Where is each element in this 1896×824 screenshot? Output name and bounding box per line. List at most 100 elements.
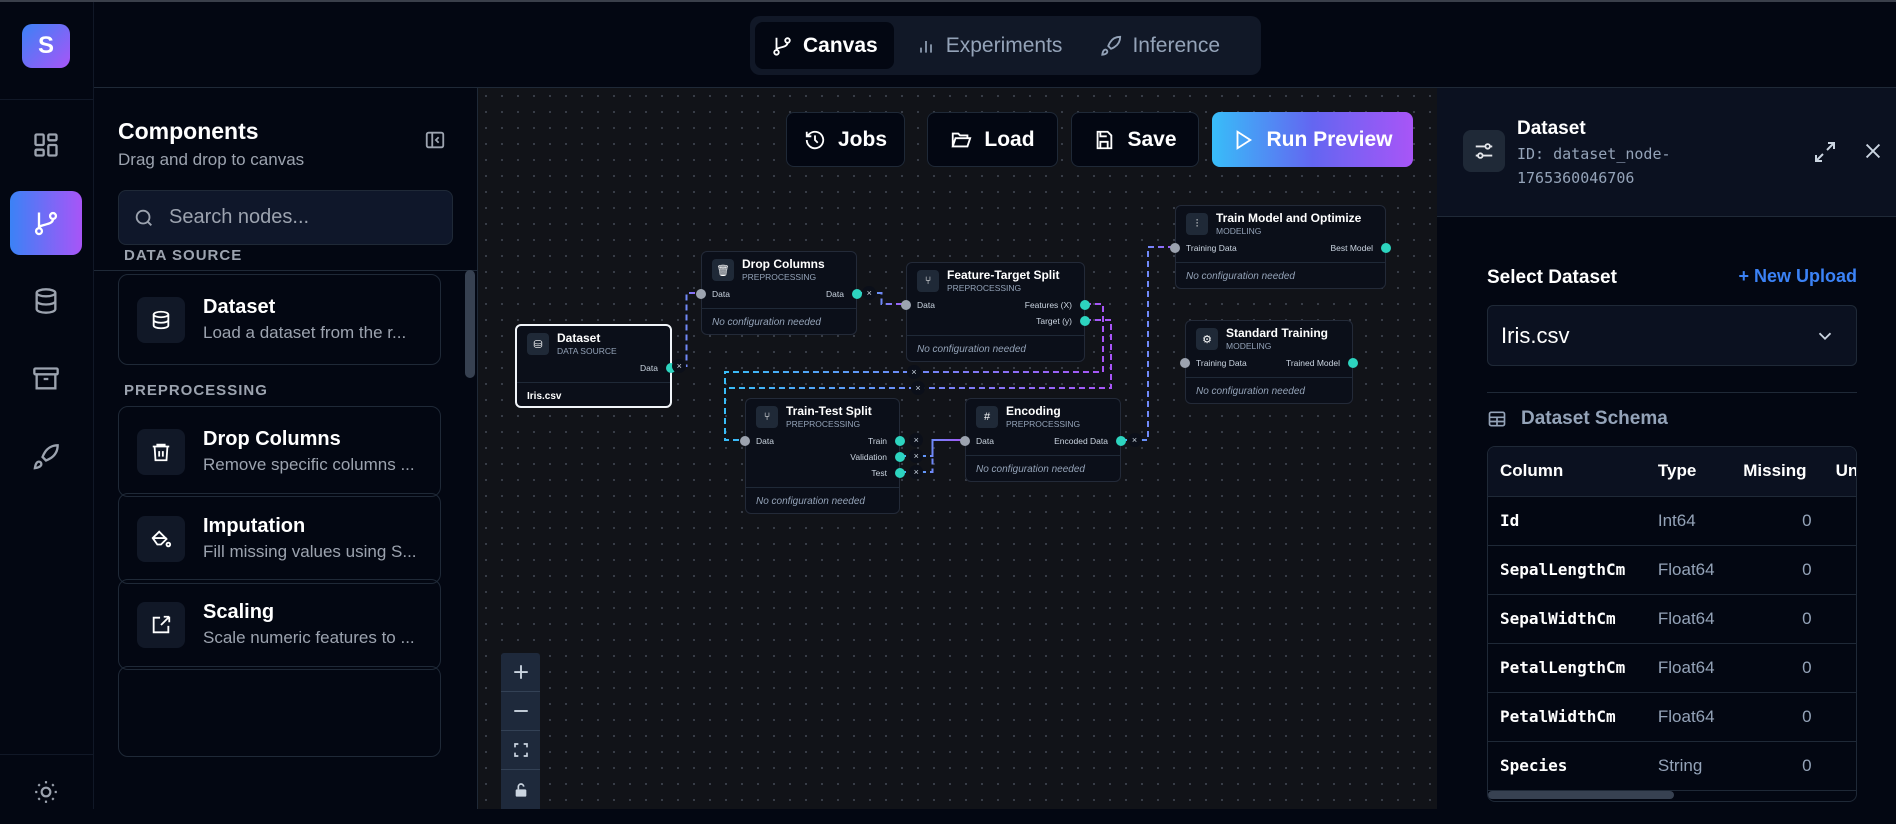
output-port[interactable] (895, 468, 905, 478)
edge[interactable] (672, 292, 701, 367)
tab-canvas[interactable]: Canvas (755, 22, 894, 69)
delete-edge-button[interactable]: × (909, 465, 924, 479)
fit-view-button[interactable] (501, 731, 540, 770)
delete-edge-button[interactable]: × (909, 449, 924, 463)
scrollbar[interactable] (465, 270, 475, 378)
component-desc: Scale numeric features to ... (203, 628, 415, 647)
nav-dashboard[interactable] (10, 113, 82, 177)
input-port[interactable] (901, 300, 911, 310)
tab-inference[interactable]: Inference (1084, 22, 1236, 69)
app-logo[interactable]: S (22, 24, 70, 68)
component-next[interactable] (118, 666, 441, 757)
output-port[interactable] (1381, 243, 1391, 253)
table-cell: Float64 (1645, 643, 1732, 693)
database-icon (35, 288, 57, 314)
output-port[interactable] (1080, 300, 1090, 310)
components-panel: Components Drag and drop to canvas Searc… (94, 88, 478, 809)
nav-archive[interactable] (10, 347, 82, 411)
input-port[interactable] (740, 436, 750, 446)
collapse-panel-button[interactable] (424, 129, 446, 151)
select-dataset-label: Select Dataset (1487, 267, 1617, 288)
delete-edge-button[interactable]: × (911, 381, 925, 395)
edge[interactable] (724, 319, 1112, 441)
zoom-in-button[interactable] (501, 653, 540, 692)
unlock-icon (515, 782, 526, 797)
dataset-select[interactable]: Iris.csv (1487, 305, 1857, 366)
column-header[interactable]: Missing (1731, 447, 1824, 497)
delete-edge-button[interactable]: × (909, 433, 924, 447)
output-port[interactable] (895, 436, 905, 446)
search-input[interactable]: Search nodes... (118, 190, 453, 245)
nav-canvas[interactable] (10, 191, 82, 255)
divider (0, 754, 94, 755)
table-cell: PetalLengthCm (1488, 643, 1646, 693)
delete-edge-button[interactable]: × (1127, 433, 1142, 447)
output-port[interactable] (1116, 436, 1126, 446)
delete-edge-button[interactable]: × (907, 365, 921, 379)
delete-edge-button[interactable]: × (672, 359, 687, 373)
output-port[interactable] (852, 289, 862, 299)
search-placeholder: Search nodes... (169, 206, 310, 228)
output-port-label: Best Model (1330, 243, 1373, 253)
column-header[interactable]: Column (1488, 447, 1646, 497)
trash-icon (137, 428, 185, 475)
theme-toggle[interactable] (10, 760, 82, 824)
expand-button[interactable] (1813, 140, 1837, 164)
settings-sliders-icon (1463, 130, 1505, 172)
split-icon: ⑂ (756, 406, 778, 428)
table-cell: 0 (1731, 594, 1824, 644)
button-label: Load (984, 127, 1035, 151)
details-header: Dataset ID: dataset_node- 1765360046706 (1437, 88, 1896, 217)
node-id-value: 1765360046706 (1517, 169, 1635, 187)
output-port[interactable] (666, 363, 676, 373)
input-port[interactable] (1180, 358, 1190, 368)
table-row: IdInt6401 (1488, 496, 1856, 546)
column-header[interactable]: Unic (1823, 447, 1856, 497)
output-port[interactable] (1348, 358, 1358, 368)
node-category: MODELING (1216, 226, 1262, 236)
nav-data[interactable] (10, 269, 82, 333)
new-upload-link[interactable]: + New Upload (1738, 266, 1857, 286)
input-port[interactable] (960, 436, 970, 446)
zoom-out-button[interactable] (501, 692, 540, 731)
horizontal-scrollbar[interactable] (1488, 791, 1674, 799)
output-port[interactable] (1080, 316, 1090, 326)
node-category: PREPROCESSING (1006, 419, 1081, 429)
dashboard-icon (34, 133, 58, 157)
nav-inference[interactable] (10, 425, 82, 489)
load-button[interactable]: Load (927, 112, 1058, 167)
edge[interactable] (900, 439, 965, 473)
column-header[interactable]: Type (1645, 447, 1732, 497)
close-button[interactable] (1862, 140, 1884, 162)
table-cell: SepalLengthCm (1488, 545, 1646, 595)
table-cell: Species (1488, 741, 1646, 791)
output-port[interactable] (895, 452, 905, 462)
input-port[interactable] (696, 289, 706, 299)
save-button[interactable]: Save (1071, 112, 1199, 167)
lock-button[interactable] (501, 770, 540, 809)
edge[interactable] (1121, 246, 1175, 441)
run-preview-button[interactable]: Run Preview (1212, 112, 1413, 167)
component-title: Dataset (203, 296, 276, 318)
delete-edge-button[interactable]: × (862, 286, 877, 300)
output-port-label: Test (871, 468, 887, 478)
jobs-button[interactable]: Jobs (786, 112, 905, 167)
input-port[interactable] (1170, 243, 1180, 253)
tab-experiments[interactable]: Experiments (900, 22, 1079, 69)
database-icon: ⛁ (527, 333, 549, 355)
table-cell: String (1645, 741, 1732, 791)
